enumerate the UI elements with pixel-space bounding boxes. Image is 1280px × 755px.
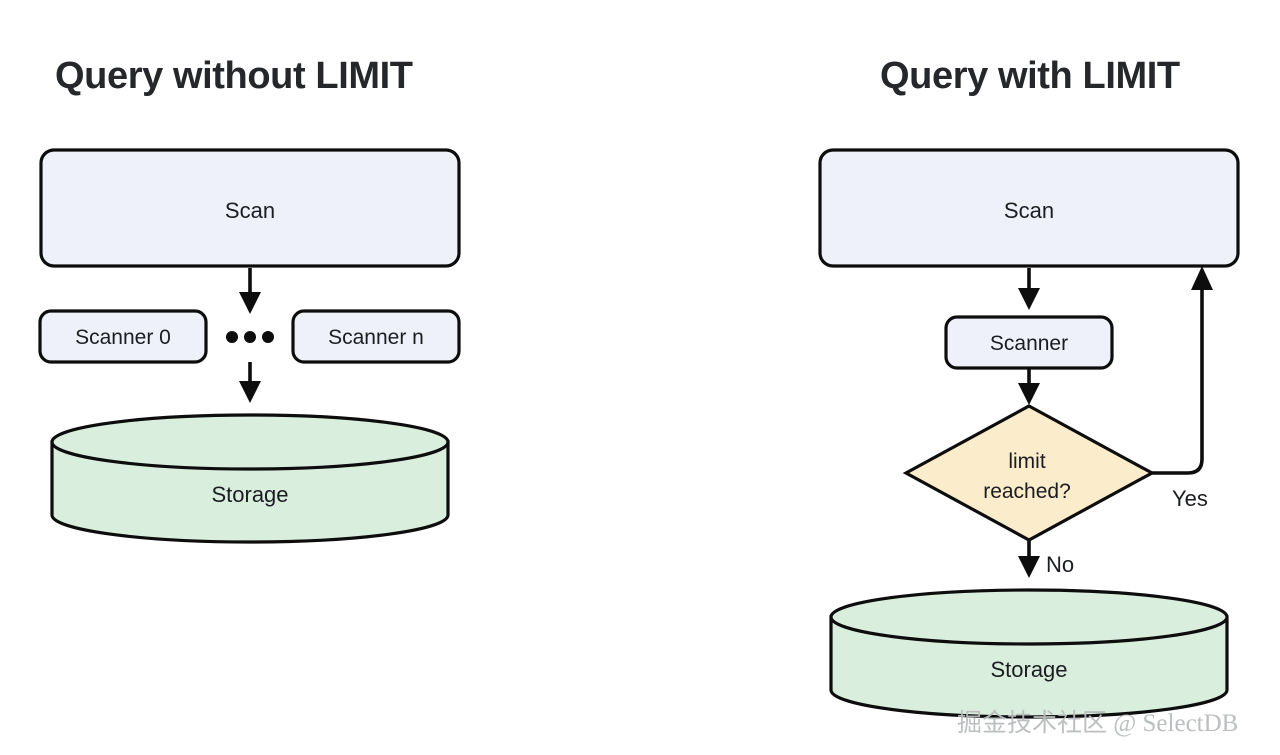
ellipsis-dot-3 bbox=[262, 331, 274, 343]
edge-scan-to-scanners-arrowhead bbox=[239, 292, 261, 314]
scan-left-box[interactable] bbox=[39, 148, 461, 268]
scanner-0-label: Scanner 0 bbox=[75, 326, 171, 349]
node-storage-left[interactable]: Storage bbox=[50, 413, 450, 544]
edge-decision-no-to-storage: No bbox=[1018, 540, 1074, 578]
edge-label-yes: Yes bbox=[1172, 486, 1208, 511]
storage-left-label: Storage bbox=[211, 482, 288, 507]
storage-left-top[interactable] bbox=[50, 413, 450, 471]
scanner-n-label: Scanner n bbox=[328, 326, 424, 349]
edge-scan-to-scanners bbox=[239, 268, 261, 314]
node-scanner[interactable]: Scanner bbox=[944, 315, 1114, 370]
edge-label-no: No bbox=[1046, 552, 1074, 577]
node-scan-right[interactable]: Scan bbox=[818, 148, 1240, 268]
node-limit-decision[interactable]: limit reached? bbox=[902, 404, 1156, 542]
edge-decision-no-arrowhead bbox=[1018, 556, 1040, 578]
node-storage-right[interactable]: Storage bbox=[829, 588, 1229, 719]
ellipsis-dot-1 bbox=[226, 331, 238, 343]
edge-decision-yes-path bbox=[1150, 283, 1204, 475]
limit-decision-label-line1: limit bbox=[1008, 450, 1045, 473]
ellipsis-dots bbox=[226, 331, 274, 343]
edge-decision-yes-to-scan: Yes bbox=[1150, 266, 1213, 511]
edge-scanners-to-storage-arrowhead bbox=[239, 381, 261, 403]
scanner-n-box[interactable] bbox=[291, 309, 461, 364]
storage-right-label: Storage bbox=[990, 657, 1067, 682]
edge-scan-to-scanner-arrowhead bbox=[1018, 288, 1040, 310]
edge-scanner-to-decision bbox=[1018, 368, 1040, 405]
scanner-label: Scanner bbox=[990, 332, 1068, 355]
right-panel-title: Query with LIMIT bbox=[880, 55, 1180, 97]
limit-decision-label-line2: reached? bbox=[983, 480, 1071, 503]
watermark-text: 掘金技术社区 @ SelectDB bbox=[957, 709, 1238, 737]
node-scan-left[interactable]: Scan bbox=[39, 148, 461, 268]
edge-scanners-to-storage bbox=[239, 362, 261, 403]
ellipsis-dot-2 bbox=[244, 331, 256, 343]
scan-right-label: Scan bbox=[1004, 198, 1054, 223]
scan-right-box[interactable] bbox=[818, 148, 1240, 268]
edge-scan-to-scanner bbox=[1018, 268, 1040, 310]
limit-decision-diamond[interactable] bbox=[902, 404, 1156, 542]
left-panel-title: Query without LIMIT bbox=[55, 55, 413, 97]
node-scanner-n[interactable]: Scanner n bbox=[291, 309, 461, 364]
scan-left-label: Scan bbox=[225, 198, 275, 223]
scanner-0-box[interactable] bbox=[38, 309, 208, 364]
edge-scanner-to-decision-arrowhead bbox=[1018, 383, 1040, 405]
edge-decision-yes-arrowhead bbox=[1191, 266, 1213, 290]
node-scanner-0[interactable]: Scanner 0 bbox=[38, 309, 208, 364]
panel-query-with-limit: Query with LIMIT Scan Scanner bbox=[818, 55, 1240, 719]
panel-query-without-limit: Query without LIMIT Scan Scanner 0 bbox=[38, 55, 461, 544]
storage-right-top[interactable] bbox=[829, 588, 1229, 646]
